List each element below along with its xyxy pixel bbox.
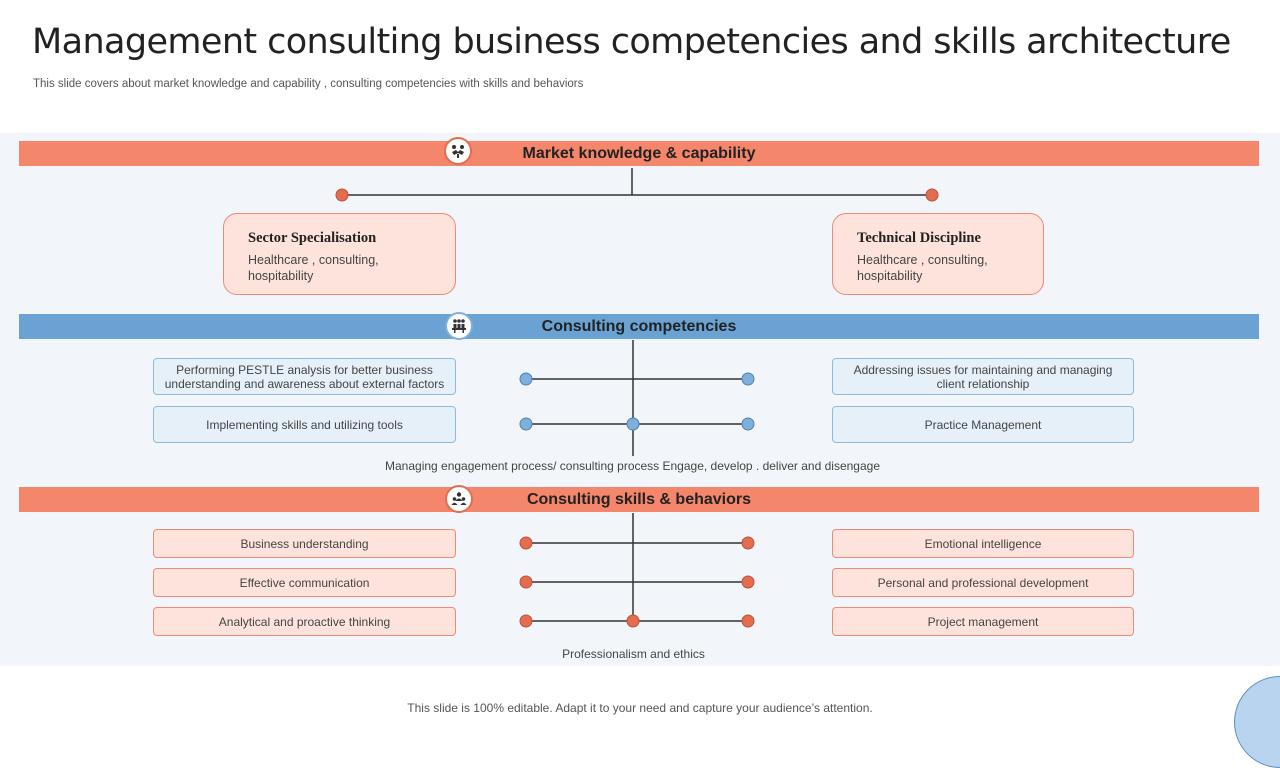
competency-skills-tools: Implementing skills and utilizing tools — [153, 406, 456, 443]
card-technical-discipline: Technical Discipline Healthcare , consul… — [832, 213, 1044, 295]
band-market-knowledge: Market knowledge & capability — [19, 141, 1259, 166]
decorative-circle — [1234, 676, 1280, 768]
card-title: Sector Specialisation — [248, 230, 377, 246]
skill-professional-development: Personal and professional development — [832, 568, 1134, 597]
skill-analytical-thinking: Analytical and proactive thinking — [153, 607, 456, 636]
card-description: Healthcare , consulting, hospitability — [857, 253, 988, 283]
band-consulting-competencies: Consulting competencies — [19, 314, 1259, 339]
band-market-title: Market knowledge & capability — [522, 144, 756, 162]
footer-note: This slide is 100% editable. Adapt it to… — [407, 701, 873, 715]
skills-caption: Professionalism and ethics — [562, 647, 705, 661]
competency-practice-management: Practice Management — [832, 406, 1134, 443]
competency-client-relationship: Addressing issues for maintaining and ma… — [832, 358, 1134, 395]
page-subtitle: This slide covers about market knowledge… — [33, 78, 584, 90]
card-sector-specialisation: Sector Specialisation Healthcare , consu… — [223, 213, 456, 295]
team-icon — [445, 485, 473, 513]
skill-project-management: Project management — [832, 607, 1134, 636]
skill-emotional-intelligence: Emotional intelligence — [832, 529, 1134, 558]
band-competencies-title: Consulting competencies — [541, 317, 737, 335]
competencies-caption: Managing engagement process/ consulting … — [385, 459, 880, 473]
skill-effective-communication: Effective communication — [153, 568, 456, 597]
band-skills-title: Consulting skills & behaviors — [526, 490, 752, 508]
handshake-icon — [444, 137, 472, 165]
card-title: Technical Discipline — [857, 230, 981, 246]
band-consulting-skills: Consulting skills & behaviors — [19, 487, 1259, 512]
card-description: Healthcare , consulting, hospitability — [248, 253, 379, 283]
skill-business-understanding: Business understanding — [153, 529, 456, 558]
page-title: Management consulting business competenc… — [32, 22, 1231, 62]
competency-pestle-analysis: Performing PESTLE analysis for better bu… — [153, 358, 456, 395]
meeting-table-icon — [445, 312, 473, 340]
